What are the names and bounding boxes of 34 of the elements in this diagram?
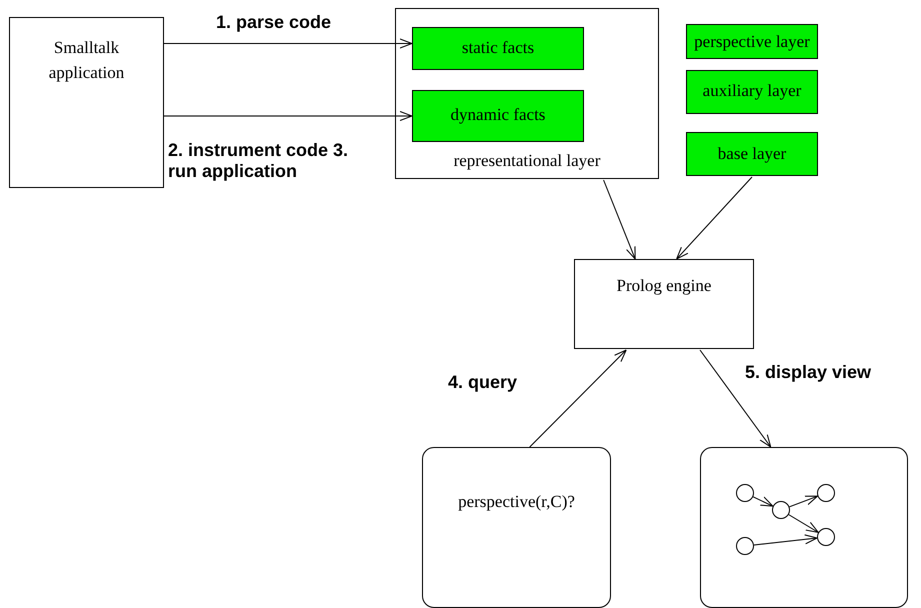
layer-box <box>686 70 818 114</box>
arrow <box>788 496 818 508</box>
graph-node-circle <box>817 528 835 546</box>
graph-node-circle <box>736 484 754 502</box>
node-label: auxiliary layer <box>702 80 802 102</box>
arrow <box>529 350 627 448</box>
node-label: Smalltalk application <box>48 37 126 84</box>
arrow <box>752 496 774 507</box>
graph-view-window <box>700 447 908 608</box>
graph-node-circle <box>817 484 835 502</box>
process-box <box>9 17 164 188</box>
arrow <box>788 514 819 533</box>
node-label: representational layer <box>454 150 600 172</box>
layer-box <box>412 27 584 70</box>
layer-box <box>686 132 818 176</box>
graph-node-circle <box>736 537 754 555</box>
node-label: base layer <box>718 143 786 165</box>
arrow <box>700 350 772 448</box>
graph-node-circle <box>772 501 790 519</box>
node-label: static facts <box>462 37 534 59</box>
arrow <box>164 38 412 48</box>
arrow <box>676 176 752 260</box>
node-label: perspective layer <box>694 31 810 53</box>
arrow <box>603 180 636 260</box>
node-label: perspective(r,C)? <box>458 491 575 513</box>
node-label: dynamic facts <box>450 104 546 126</box>
node-label: Prolog engine <box>616 275 712 297</box>
arrow <box>164 111 412 121</box>
window-box <box>422 447 611 608</box>
layer-box <box>686 24 818 59</box>
layer-container-box <box>395 8 659 179</box>
layer-box <box>412 90 584 142</box>
arrow <box>753 534 818 546</box>
process-box <box>574 259 754 349</box>
